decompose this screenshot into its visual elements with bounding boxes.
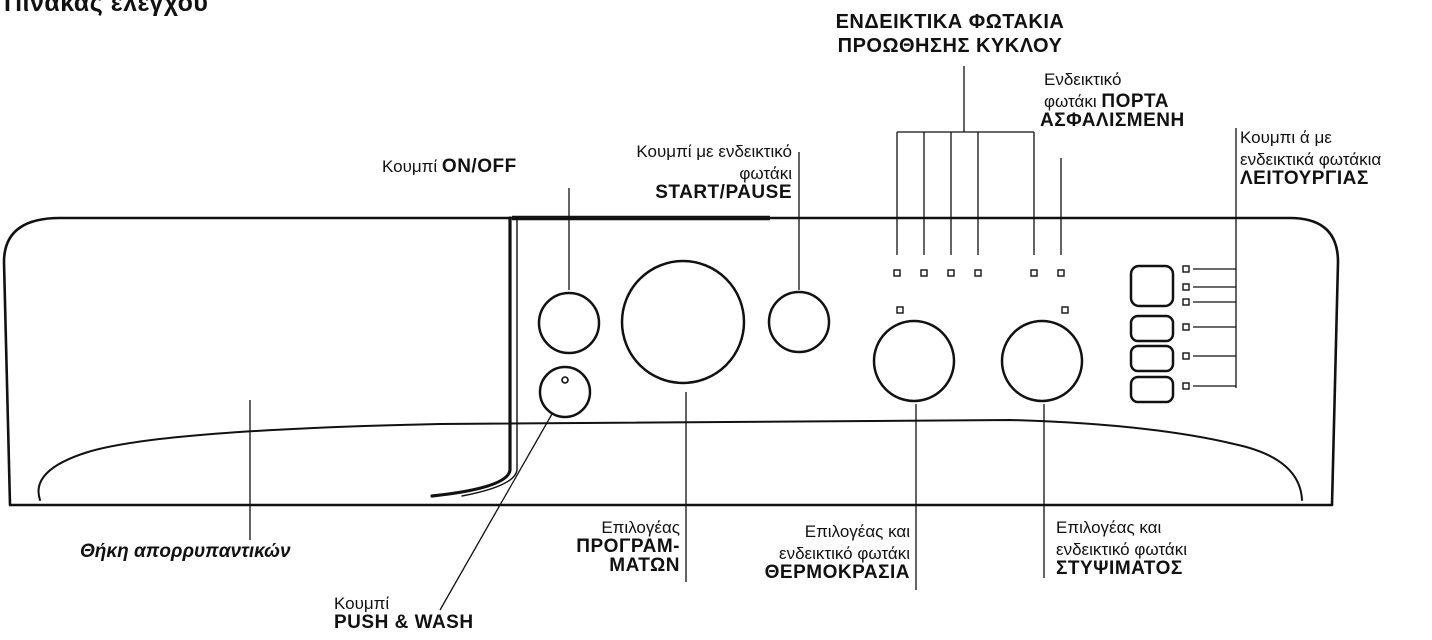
programs-label: Επιλογέας ΠΡΟΓΡΑΜ- ΜΑΤΩΝ: [520, 518, 680, 575]
door-led-label: Ενδεικτικό φωτάκι ΠΟΡΤΑ ΑΣΦΑΛΙΣΜΕΝΗ: [1040, 70, 1185, 130]
startpause-button: [767, 290, 831, 354]
function-button-2: [1129, 314, 1175, 343]
spin-knob: [1000, 319, 1084, 403]
function-led-5: [1182, 352, 1190, 360]
spin-label-line1: Επιλογέας και: [1056, 518, 1162, 537]
program-selector-knob: [620, 259, 746, 385]
temperature-led: [896, 306, 904, 314]
pushwash-button: [538, 365, 592, 419]
cycle-led-2: [920, 269, 928, 277]
startpause-label: Κουμπί με ενδεικτικό φωτάκι START/PAUSE: [560, 142, 792, 202]
function-led-2: [1182, 283, 1190, 291]
spin-label: Επιλογέας και ενδεικτικό φωτάκι ΣΤΥΨΙΜΑΤ…: [1056, 518, 1187, 578]
function-button-3: [1129, 344, 1175, 373]
panel-inner-contour: [37, 419, 1303, 501]
cycle-leds-label-line2: ΠΡΟΩΘΗΣΗΣ ΚΥΚΛΟΥ: [837, 35, 1063, 57]
function-led-3: [1182, 298, 1190, 306]
door-locked-led: [1057, 269, 1065, 277]
onoff-button: [537, 291, 601, 355]
panel-outline: [2, 216, 1340, 507]
spin-label-line3: ΣΤΥΨΙΜΑΤΟΣ: [1056, 558, 1183, 579]
function-buttons-label-line3: ΛΕΙΤΟΥΡΓΙΑΣ: [1240, 168, 1369, 189]
cycle-leds-label-line1: ΕΝΔΕΙΚΤΙΚΑ ΦΩΤΑΚΙΑ: [835, 11, 1065, 33]
cycle-led-1: [893, 269, 901, 277]
temperature-label-line2: ενδεικτικό φωτάκι: [779, 544, 910, 563]
temperature-knob: [872, 319, 956, 403]
startpause-label-line3: START/PAUSE: [655, 182, 792, 203]
function-button-4: [1129, 375, 1175, 404]
function-buttons-label-line1: Κουμπι ά με: [1240, 128, 1332, 147]
function-button-1: [1129, 264, 1175, 308]
pushwash-label-line1: Κουμπί: [334, 594, 390, 613]
spin-label-line2: ενδεικτικό φωτάκι: [1056, 540, 1187, 559]
function-led-1: [1182, 265, 1190, 273]
onoff-label: Κουμπί ON/OFF: [382, 157, 517, 176]
cycle-led-3: [947, 269, 955, 277]
door-led-label-bold: ΠΟΡΤΑ: [1101, 91, 1169, 112]
function-buttons-label: Κουμπι ά με ενδεικτικά φωτάκια ΛΕΙΤΟΥΡΓΙ…: [1240, 128, 1381, 188]
function-buttons-label-line2: ενδεικτικά φωτάκια: [1240, 150, 1382, 169]
function-led-4: [1182, 323, 1190, 331]
startpause-label-line2: φωτάκι: [739, 164, 792, 183]
pushwash-led: [561, 376, 569, 384]
cycle-led-5: [1030, 269, 1038, 277]
spin-led: [1061, 306, 1069, 314]
programs-label-line1: Επιλογέας: [601, 518, 680, 537]
onoff-label-plain: Κουμπί: [382, 157, 442, 176]
door-led-label-line3: ΑΣΦΑΛΙΣΜΕΝΗ: [1040, 110, 1185, 131]
temperature-label-line3: ΘΕΡΜΟΚΡΑΣΙΑ: [764, 562, 910, 583]
onoff-label-bold: ON/OFF: [441, 156, 517, 177]
cycle-led-4: [974, 269, 982, 277]
programs-label-line3: ΜΑΤΩΝ: [609, 555, 680, 576]
detergent-drawer-label: Θήκη απορρυπαντικών: [80, 541, 291, 562]
temperature-label-line1: Επιλογέας και: [804, 522, 910, 541]
function-led-6: [1182, 382, 1190, 390]
page-heading: Πίνακας ελέγχου: [4, 0, 209, 17]
cycle-leds-label: ΕΝΔΕΙΚΤΙΚΑ ΦΩΤΑΚΙΑ ΠΡΟΩΘΗΣΗΣ ΚΥΚΛΟΥ: [800, 10, 1100, 58]
pushwash-label: Κουμπί PUSH & WASH: [334, 594, 474, 632]
door-led-label-line2: φωτάκι: [1044, 92, 1102, 111]
temperature-label: Επιλογέας και ενδεικτικό φωτάκι ΘΕΡΜΟΚΡΑ…: [690, 522, 910, 582]
startpause-label-line1: Κουμπί με ενδεικτικό: [636, 142, 792, 161]
detergent-drawer-edge: [430, 216, 512, 498]
programs-label-line2: ΠΡΟΓΡΑΜ-: [576, 536, 680, 557]
pushwash-label-line2: PUSH & WASH: [334, 612, 474, 633]
door-led-label-line1: Ενδεικτικό: [1044, 70, 1122, 89]
